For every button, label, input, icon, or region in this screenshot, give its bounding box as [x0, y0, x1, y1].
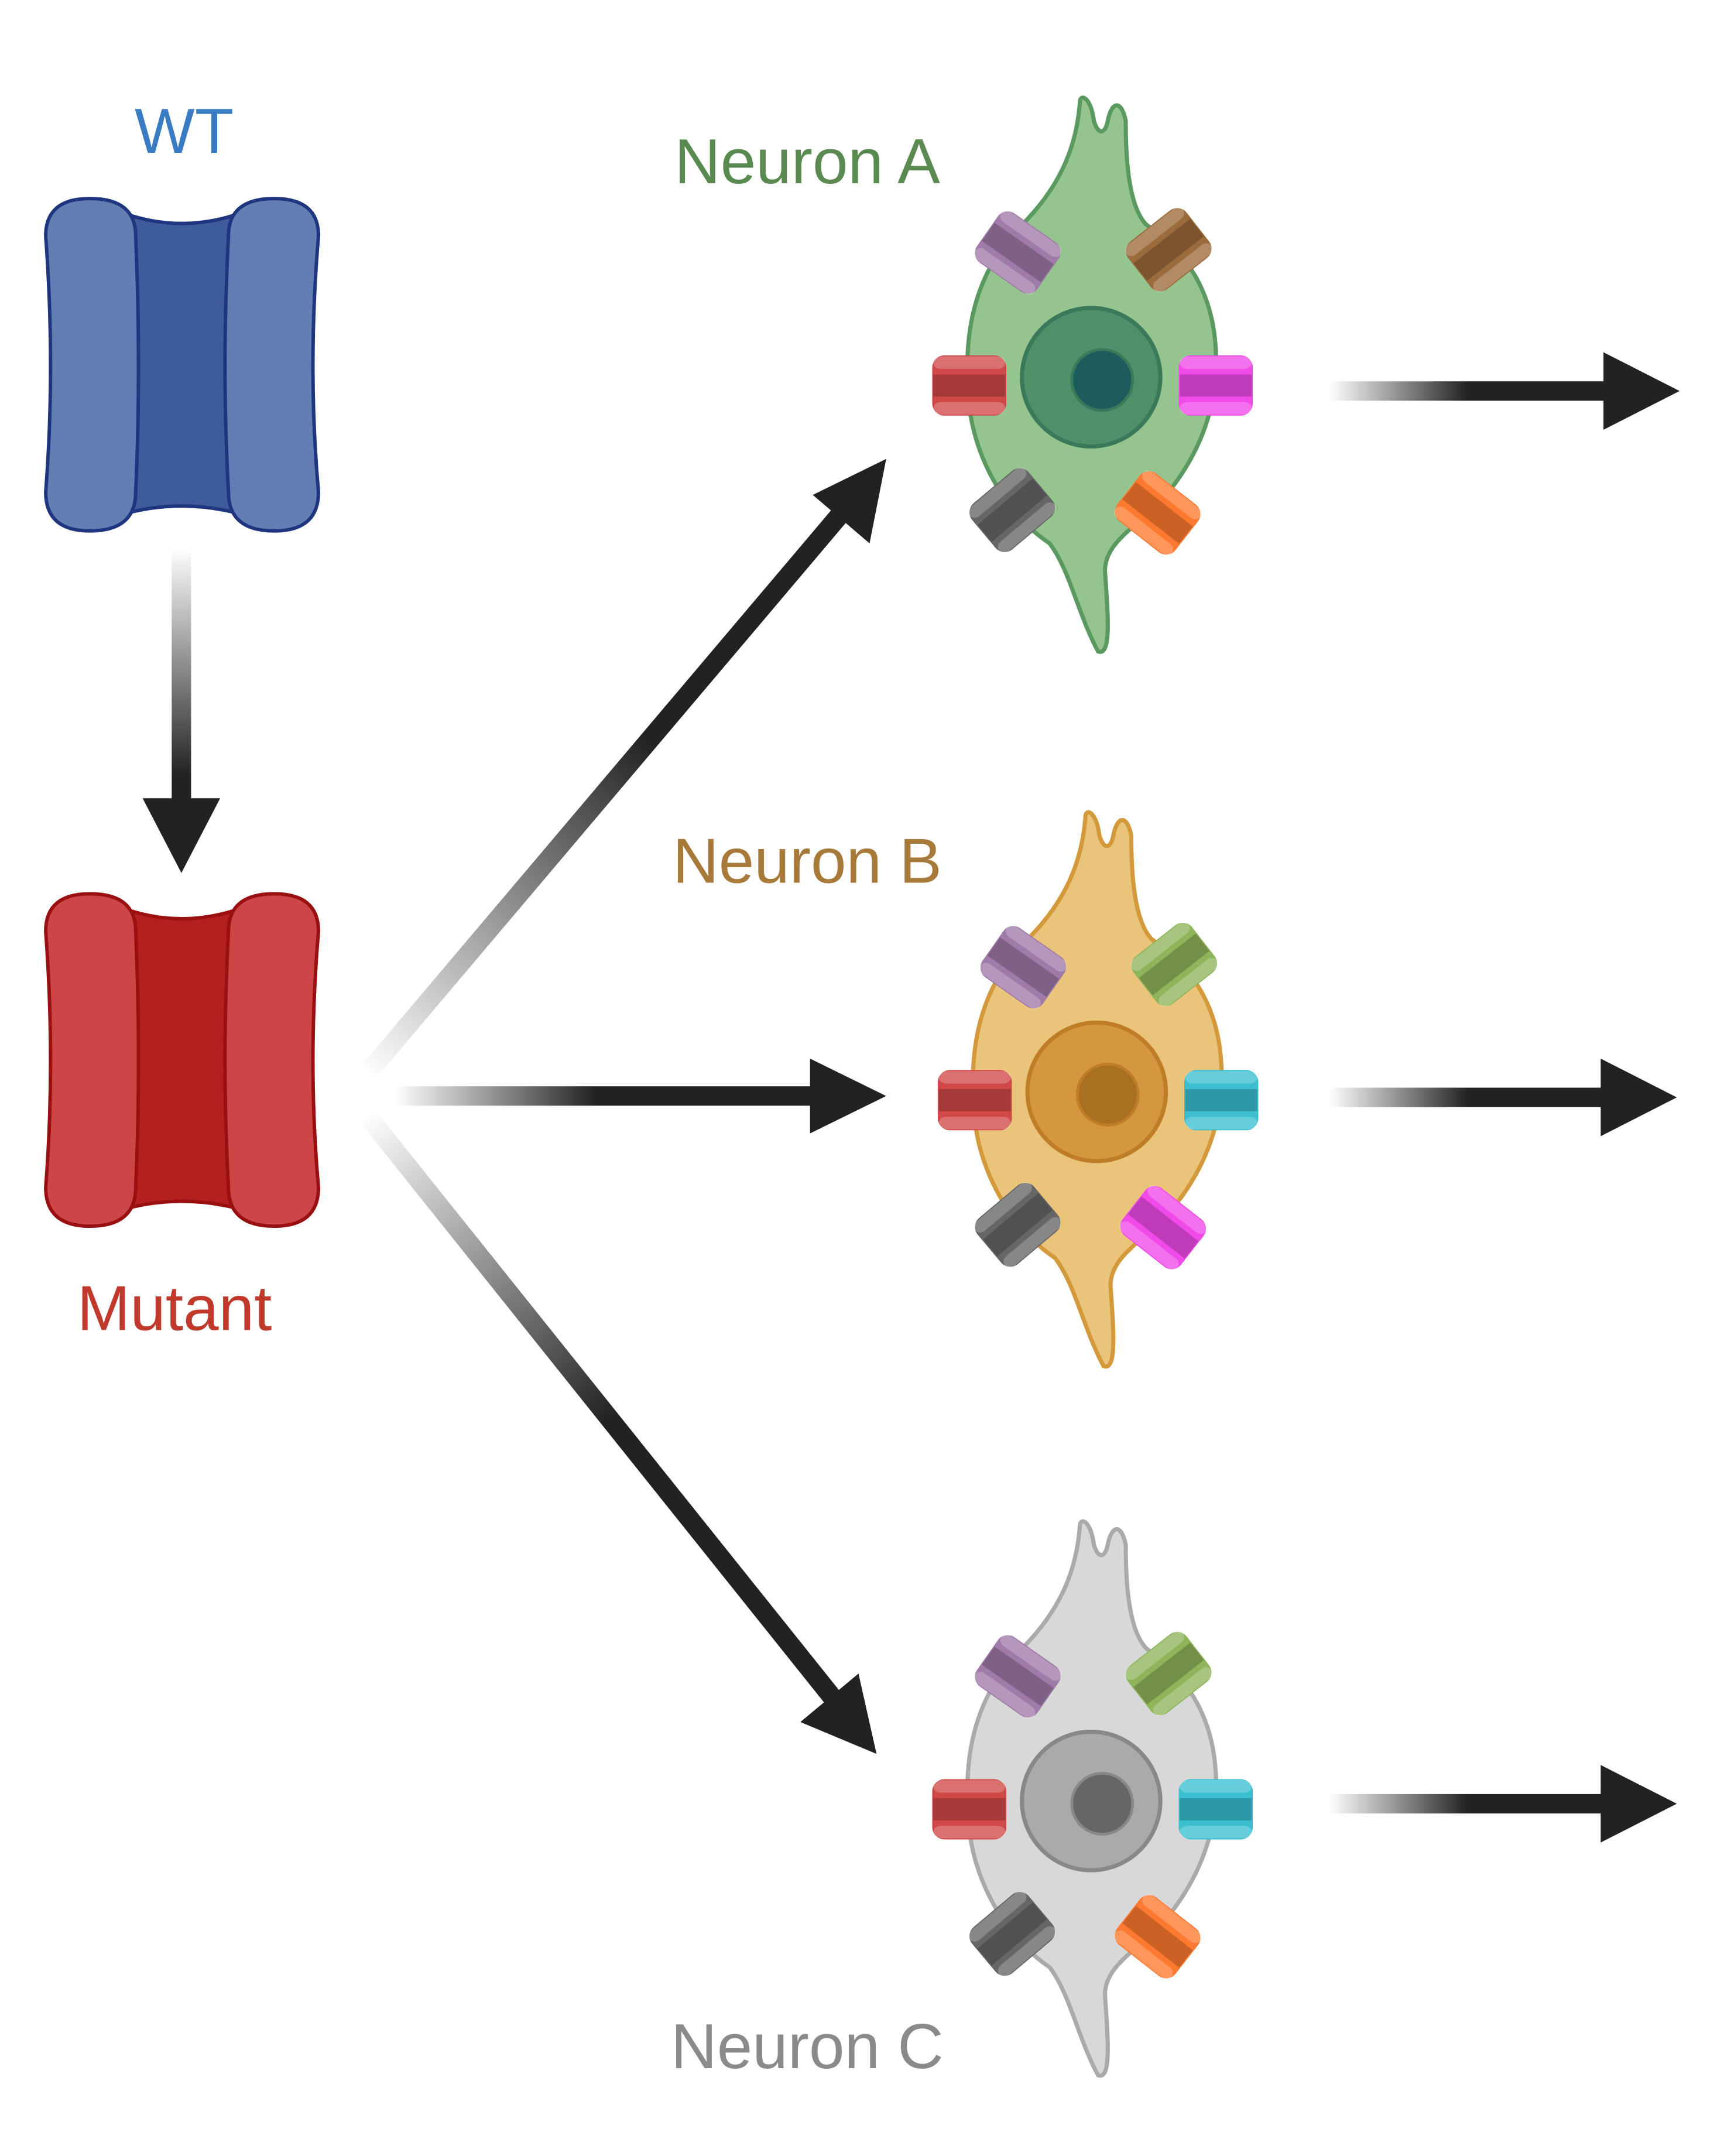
neuron-c-label: Neuron C	[671, 2011, 944, 2082]
neuron-b-label: Neuron B	[673, 826, 942, 896]
ion-channel-left	[937, 1070, 1012, 1131]
nucleolus	[1070, 348, 1135, 412]
ion-channel-top-right	[1125, 207, 1212, 292]
neuron-a	[932, 95, 1253, 654]
ion-channel-left	[932, 355, 1006, 416]
output-arrow-a	[1329, 352, 1680, 430]
arrow-to-neuron-c	[359, 1109, 877, 1754]
arrow-to-neuron-b	[395, 1058, 886, 1134]
ion-channel-right	[1184, 1070, 1259, 1131]
ion-channel-bottom-left	[974, 1182, 1062, 1268]
ion-channel-top-left	[979, 925, 1067, 1009]
wt-channel	[44, 197, 320, 533]
ion-channel-bottom-right	[1113, 470, 1201, 556]
ion-channel-right	[1178, 1779, 1253, 1840]
output-arrow-c	[1326, 1765, 1677, 1843]
ion-channel-bottom-left	[968, 467, 1056, 553]
ion-channel-bottom-left	[968, 1891, 1056, 1977]
ion-channel-bottom-right	[1119, 1185, 1207, 1270]
ion-channel-top-left	[974, 1634, 1062, 1719]
neuron-c	[932, 1519, 1253, 2078]
wt-label: WT	[135, 96, 234, 167]
ion-channel-left	[932, 1779, 1006, 1840]
ion-channel-top-right	[1130, 922, 1218, 1007]
ion-channel-right	[1178, 355, 1253, 416]
mutant-label: Mutant	[77, 1273, 272, 1344]
nucleolus	[1070, 1772, 1135, 1836]
neuron-a-label: Neuron A	[674, 126, 940, 197]
arrow-to-neuron-a	[359, 458, 886, 1080]
wt-to-mutant-arrow	[142, 552, 221, 873]
ion-channel-top-right	[1125, 1631, 1212, 1716]
nucleolus	[1075, 1062, 1140, 1127]
ion-channel-top-left	[974, 210, 1062, 295]
ion-channel-bottom-right	[1113, 1894, 1201, 1979]
mutant-channel	[44, 892, 320, 1228]
neurons	[932, 95, 1259, 2078]
neuron-b	[937, 810, 1259, 1369]
output-arrow-b	[1326, 1058, 1677, 1137]
